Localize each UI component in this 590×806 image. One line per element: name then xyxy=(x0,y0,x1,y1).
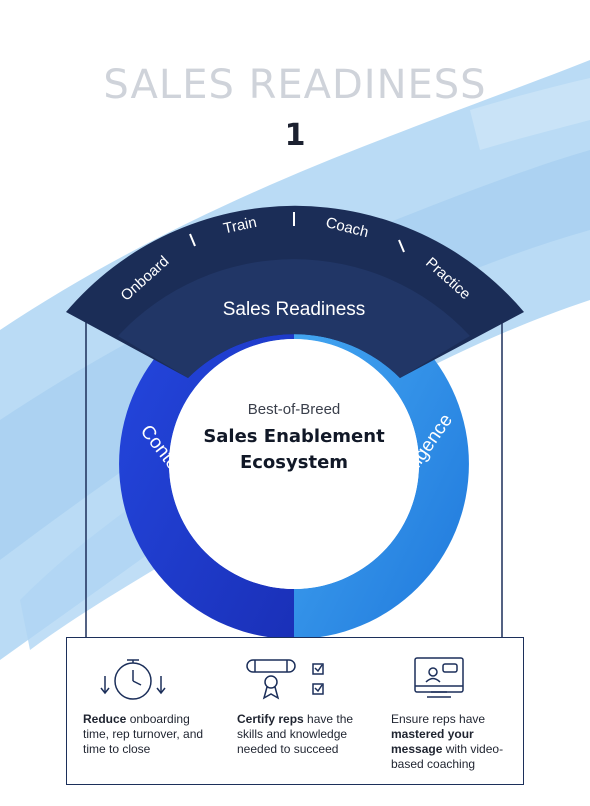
benefit-ensure-text: Ensure reps have mastered your message w… xyxy=(391,712,521,772)
benefit-reduce-text: Reduce onboarding time, rep turnover, an… xyxy=(83,712,213,757)
benefit-certify: Certify reps have the skills and knowled… xyxy=(221,638,371,786)
video-coaching-icon xyxy=(414,657,464,698)
center-title-line2: Ecosystem xyxy=(240,452,348,473)
step-number: 1 xyxy=(284,118,306,153)
benefit-certify-text: Certify reps have the skills and knowled… xyxy=(237,712,367,757)
certificate-checklist-icon xyxy=(246,659,324,700)
content-management-segment xyxy=(119,289,294,639)
center-subtitle: Best-of-Breed xyxy=(248,401,341,418)
benefit-ensure-pre: Ensure reps have xyxy=(391,712,486,726)
benefits-box: Reduce onboarding time, rep turnover, an… xyxy=(66,637,524,785)
benefit-certify-bold: Certify reps xyxy=(237,712,304,726)
fan-separators xyxy=(189,212,405,253)
revenue-intelligence-segment xyxy=(294,289,469,639)
benefit-ensure-bold: mastered your message xyxy=(391,727,474,756)
benefit-certify-rest: have the skills and knowledge needed to … xyxy=(237,712,354,756)
benefit-ensure: Ensure reps have mastered your message w… xyxy=(375,638,525,786)
benefit-reduce-rest: onboarding time, rep turnover, and time … xyxy=(83,712,204,756)
ring-center-circle xyxy=(169,339,419,589)
fan-item-train: Train xyxy=(222,214,258,238)
fan-main-label: Sales Readiness xyxy=(223,299,366,320)
benefit-reduce: Reduce onboarding time, rep turnover, an… xyxy=(67,638,217,786)
center-title-line1: Sales Enablement xyxy=(203,426,385,447)
benefit-ensure-rest: with video-based coaching xyxy=(391,742,504,771)
page-title: SALES READINESS xyxy=(103,62,487,108)
clock-icon xyxy=(100,659,166,700)
ecosystem-ring xyxy=(119,289,469,639)
benefit-reduce-bold: Reduce xyxy=(83,712,127,726)
sales-readiness-fan-inner xyxy=(118,259,470,378)
